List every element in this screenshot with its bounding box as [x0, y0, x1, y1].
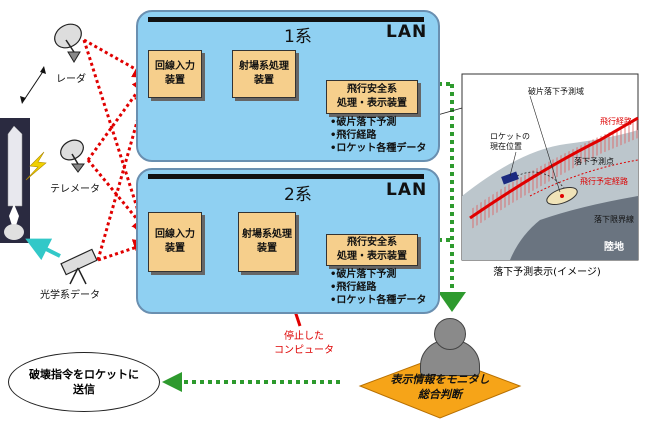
system2-line-input-unit: 回線入力 装置 — [148, 212, 202, 272]
map-label-boundary: 落下限界線 — [594, 215, 634, 224]
box-label-line1: 飛行安全系 — [347, 84, 397, 95]
radar-link — [23, 69, 45, 101]
box-label-line2: 処理・表示装置 — [337, 98, 407, 109]
system1-flight-safety-unit: 飛行安全系 処理・表示装置 — [326, 80, 418, 114]
box-label-line1: 回線入力 — [155, 229, 195, 240]
prediction-map — [461, 73, 639, 261]
box-label-line2: 装置 — [254, 75, 274, 86]
judgement-line1: 表示情報をモニタし — [390, 373, 490, 386]
stopped-label-line2: コンピュータ — [274, 345, 334, 356]
telemeter-label: テレメータ — [50, 184, 100, 195]
stopped-computer-label: 停止した コンピュータ — [266, 330, 342, 358]
system2-range-processor: 射場系処理 装置 — [238, 212, 296, 272]
list-item: •破片落下予測 — [330, 269, 397, 280]
system2-lan-label: LAN — [386, 180, 428, 200]
optical-to-rocket-arrow — [25, 238, 61, 261]
map-label-rocket-position: ロケットの 現在位置 — [490, 132, 530, 152]
system2-item-list: •破片落下予測 •飛行経路 •ロケット各種データ — [330, 268, 426, 307]
list-item: •破片落下予測 — [330, 117, 397, 128]
rocket-pos-line1: ロケットの — [490, 132, 530, 141]
judgement-text: 表示情報をモニタし 総合判断 — [378, 372, 502, 402]
down-arrow — [438, 292, 466, 312]
map-label-flight-path: 飛行経路 — [600, 117, 632, 126]
box-label-line1: 射場系処理 — [239, 61, 289, 72]
telemeter-dish-icon — [60, 139, 85, 173]
system2-name: 2系 — [284, 185, 312, 205]
map-label-drop-point: 落下予測点 — [574, 157, 614, 166]
map-label-nominal-path: 飛行予定経路 — [580, 177, 628, 186]
radar-label: レーダ — [56, 74, 86, 85]
list-item: •飛行経路 — [330, 130, 377, 141]
box-label-line2: 装置 — [165, 75, 185, 86]
system1-item-list: •破片落下予測 •飛行経路 •ロケット各種データ — [330, 116, 426, 155]
box-label-line2: 装置 — [257, 243, 277, 254]
optical-label: 光学系データ — [40, 290, 100, 301]
system1-name: 1系 — [284, 27, 312, 47]
system2-lan-bar — [148, 174, 424, 179]
box-label-line1: 射場系処理 — [242, 229, 292, 240]
destroy-line2: 送信 — [73, 383, 95, 396]
destroy-line1: 破壊指令をロケットに — [29, 368, 139, 381]
system1-lan-label: LAN — [386, 22, 428, 42]
system2-flight-safety-unit: 飛行安全系 処理・表示装置 — [326, 234, 418, 266]
radar-dish-icon — [54, 23, 82, 63]
map-label-land: 陸地 — [604, 242, 624, 253]
rocket-pos-line2: 現在位置 — [490, 142, 522, 151]
destroy-command-node: 破壊指令をロケットに 送信 — [8, 352, 160, 412]
list-item: •飛行経路 — [330, 282, 377, 293]
box-label-line2: 装置 — [165, 243, 185, 254]
system1-line-input-unit: 回線入力 装置 — [148, 50, 202, 98]
list-item: •ロケット各種データ — [330, 295, 427, 306]
judgement-diamond — [358, 355, 522, 419]
prediction-title: 落下予測表示(イメージ) — [493, 267, 601, 278]
box-label-line2: 処理・表示装置 — [337, 251, 407, 262]
rocket-icon — [0, 118, 30, 243]
operator-head-icon — [434, 318, 466, 350]
system1-range-processor: 射場系処理 装置 — [232, 50, 296, 98]
telescope-icon — [60, 248, 98, 285]
judgement-line2: 総合判断 — [418, 388, 462, 401]
map-label-debris-area: 破片落下予測域 — [528, 87, 584, 96]
system1-lan-bar — [148, 17, 424, 22]
box-label-line1: 回線入力 — [155, 61, 195, 72]
lightning-icon — [25, 151, 47, 181]
box-label-line1: 飛行安全系 — [347, 237, 397, 248]
list-item: •ロケット各種データ — [330, 143, 427, 154]
stopped-label-line1: 停止した — [284, 331, 324, 342]
